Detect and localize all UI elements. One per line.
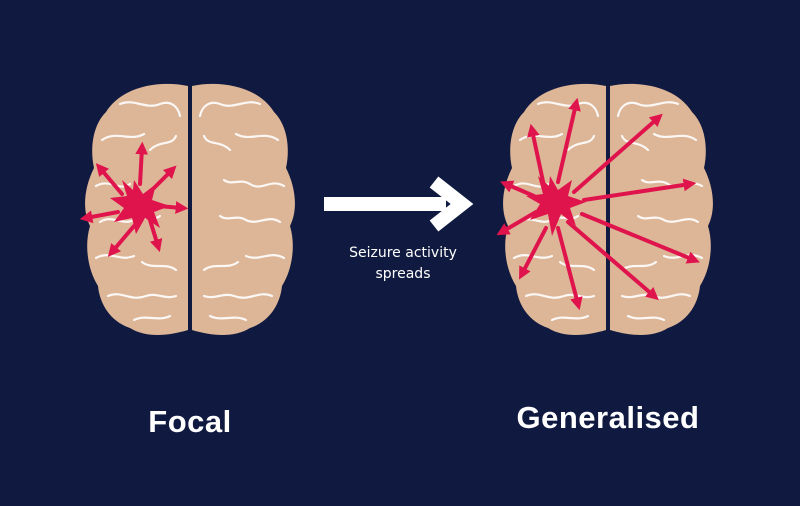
generalised-seizure-burst (526, 176, 586, 236)
spread-caption: Seizure activity spreads (318, 243, 488, 285)
focal-brain-icon (79, 82, 297, 337)
right-arrow-icon (324, 176, 474, 232)
caption-line-2: spreads (375, 266, 431, 282)
focal-seizure-burst (110, 180, 170, 234)
focal-spread-arrows (79, 141, 189, 257)
generalised-brain-icon (496, 82, 715, 337)
generalised-label: Generalised (516, 400, 700, 435)
generalised-spread-arrows (496, 97, 700, 311)
caption-line-1: Seizure activity (349, 245, 457, 261)
focal-label: Focal (148, 404, 232, 439)
